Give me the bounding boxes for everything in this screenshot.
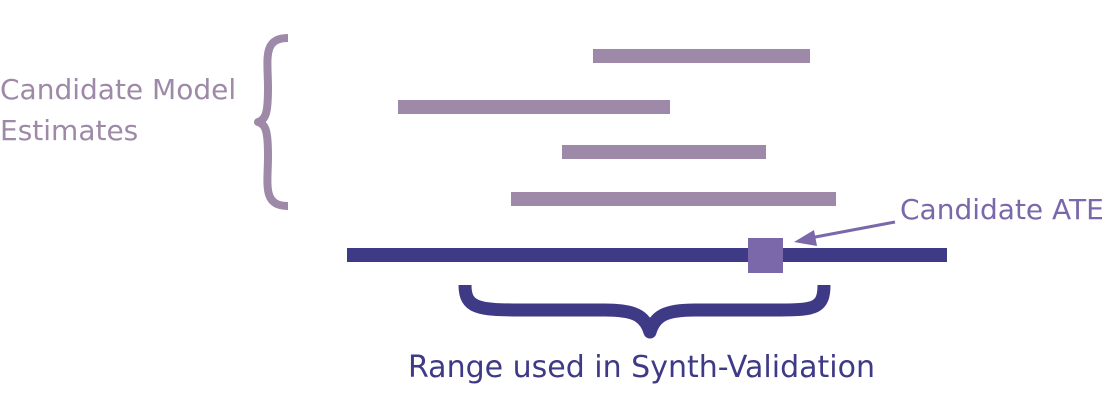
candidate-ate-arrow-icon: [794, 220, 896, 246]
estimate-bar: [593, 49, 810, 63]
ate-axis-line: [347, 248, 947, 262]
range-curly-brace-icon: [458, 284, 831, 339]
candidate-ate-marker: [748, 238, 783, 273]
estimate-bar: [511, 192, 836, 206]
estimate-bar: [562, 145, 766, 159]
candidate-ate-label: Candidate ATE: [900, 193, 1104, 226]
left-curly-brace-icon: [254, 34, 289, 210]
range-label: Range used in Synth-Validation: [408, 350, 875, 385]
candidate-model-label-line2: Estimates: [0, 114, 138, 147]
estimate-bars: [398, 49, 836, 206]
estimate-bar: [398, 100, 670, 114]
candidate-model-label: Candidate Model Estimates: [0, 73, 245, 147]
candidate-model-label-line1: Candidate Model: [0, 73, 236, 106]
